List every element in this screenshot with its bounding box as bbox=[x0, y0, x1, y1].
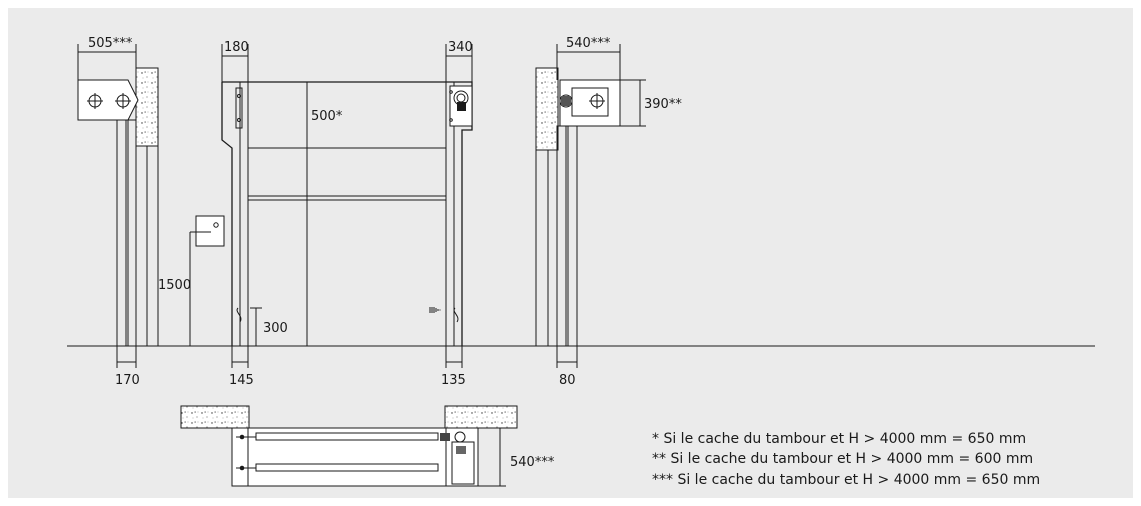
dim-door-top-right: 340 bbox=[448, 40, 473, 55]
sensor-right bbox=[453, 307, 459, 323]
dim-curtain-height: 500* bbox=[311, 109, 343, 124]
right-motor-icon bbox=[559, 94, 573, 108]
dim-right-height: 390** bbox=[644, 97, 682, 112]
sensor-left bbox=[236, 307, 242, 323]
dim-right-bottom: 80 bbox=[559, 373, 576, 388]
dim-control-height: 1500 bbox=[158, 278, 191, 293]
left-bracket bbox=[77, 79, 139, 121]
control-box bbox=[195, 215, 225, 247]
dim-left-top: 505*** bbox=[88, 36, 133, 51]
dim-left-bottom: 170 bbox=[115, 373, 140, 388]
right-side-view: 540*** 390** 80 bbox=[535, 36, 682, 388]
dim-right-top: 540*** bbox=[566, 36, 611, 51]
plan-drum-upper bbox=[255, 432, 439, 441]
front-view: 180 340 500* 1500 300 145 135 bbox=[158, 40, 473, 388]
plan-drum-lower bbox=[255, 463, 439, 472]
left-wall bbox=[135, 67, 159, 147]
photocell-icon bbox=[429, 307, 441, 313]
dim-door-bottom-left: 145 bbox=[229, 373, 254, 388]
footnotes: * Si le cache du tambour et H > 4000 mm … bbox=[652, 431, 1040, 488]
dim-sensor-height: 300 bbox=[263, 321, 288, 336]
dim-door-top-left: 180 bbox=[224, 40, 249, 55]
note-1: * Si le cache du tambour et H > 4000 mm … bbox=[652, 431, 1026, 447]
left-side-view: 505*** 170 bbox=[77, 36, 159, 388]
plan-view: 540*** bbox=[180, 405, 555, 487]
right-wall bbox=[535, 67, 559, 151]
dim-plan-depth: 540*** bbox=[510, 455, 555, 470]
dim-door-bottom-right: 135 bbox=[441, 373, 466, 388]
plan-wall-left bbox=[180, 405, 250, 429]
note-2: ** Si le cache du tambour et H > 4000 mm… bbox=[652, 451, 1033, 467]
plan-wall-right bbox=[444, 405, 518, 429]
door-frame bbox=[222, 81, 473, 346]
note-3: *** Si le cache du tambour et H > 4000 m… bbox=[652, 472, 1040, 488]
